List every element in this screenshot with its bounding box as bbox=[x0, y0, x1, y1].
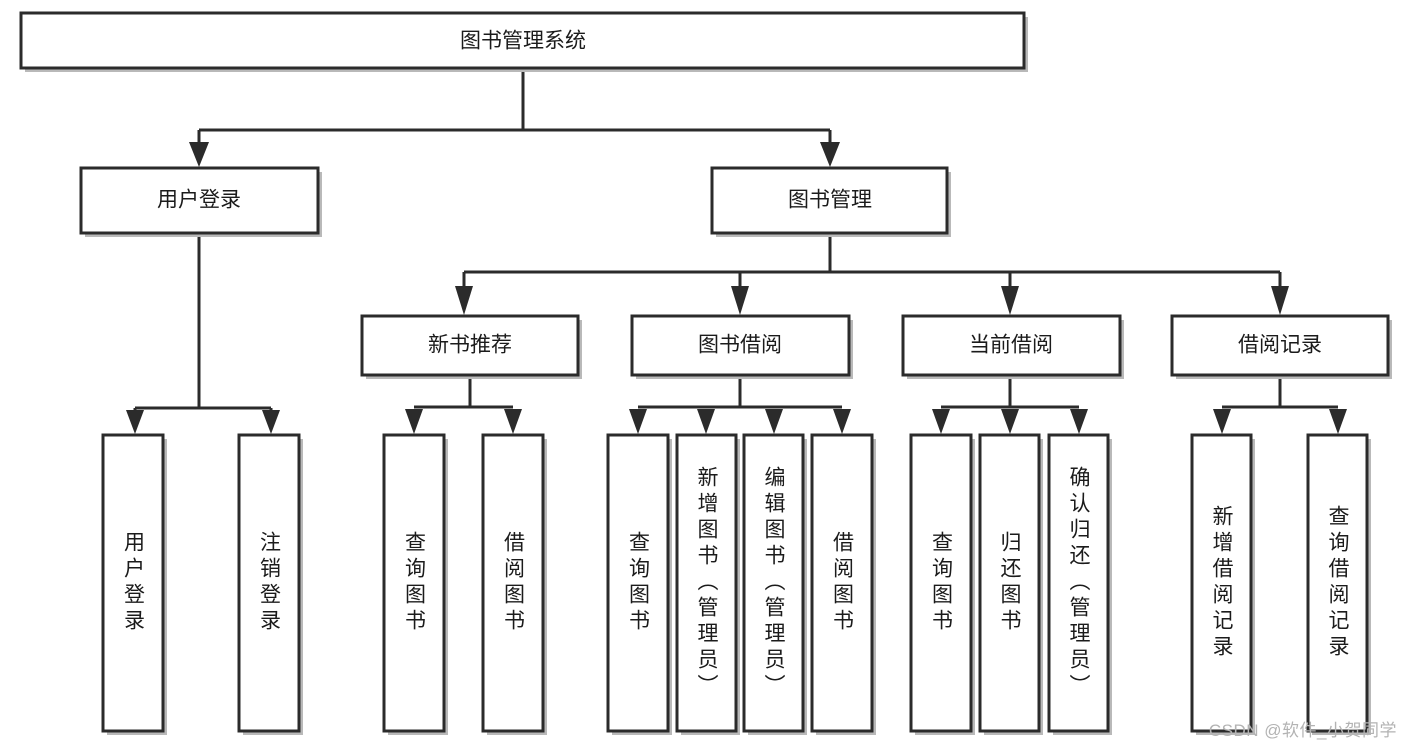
leaf-add-borrow-record-label: 新增借阅记录 bbox=[1210, 505, 1233, 661]
leaf-add-book-admin[interactable]: 新增图书（管理员） bbox=[675, 433, 740, 735]
node-user-login-label: 用户登录 bbox=[157, 189, 241, 212]
arrow-record-leaf-2 bbox=[1329, 409, 1347, 434]
node-root[interactable]: 图书管理系统 bbox=[19, 11, 1028, 72]
leaf-logout[interactable]: 注销登录 bbox=[237, 433, 303, 735]
leaf-query-borrow-record[interactable]: 查询借阅记录 bbox=[1306, 433, 1371, 735]
node-borrow-record-label: 借阅记录 bbox=[1238, 334, 1322, 357]
node-new-book-recommend[interactable]: 新书推荐 bbox=[360, 314, 582, 379]
leaf-edit-book-admin[interactable]: 编辑图书（管理员） bbox=[742, 433, 807, 735]
node-book-borrow[interactable]: 图书借阅 bbox=[630, 314, 853, 379]
leaf-query-book-borrow-label: 查询图书 bbox=[626, 531, 650, 635]
node-user-login[interactable]: 用户登录 bbox=[79, 166, 322, 237]
node-current-borrow[interactable]: 当前借阅 bbox=[901, 314, 1124, 379]
connector-layer bbox=[126, 68, 1347, 434]
leaf-query-book-newbook-label: 查询图书 bbox=[402, 531, 426, 635]
node-new-book-recommend-label: 新书推荐 bbox=[428, 334, 512, 357]
arrow-to-book-mgmt bbox=[820, 142, 840, 167]
leaf-logout-label: 注销登录 bbox=[257, 531, 281, 635]
arrow-newbook-leaf-1 bbox=[405, 409, 423, 434]
leaf-query-book-current[interactable]: 查询图书 bbox=[909, 433, 975, 735]
leaf-return-book-label: 归还图书 bbox=[998, 531, 1021, 635]
leaf-borrow-book-newbook-label: 借阅图书 bbox=[501, 531, 525, 635]
leaf-query-book-borrow[interactable]: 查询图书 bbox=[606, 433, 672, 735]
leaf-add-book-admin-label: 新增图书（管理员） bbox=[695, 466, 718, 700]
node-root-label: 图书管理系统 bbox=[460, 30, 586, 53]
arrow-to-record bbox=[1271, 286, 1289, 315]
leaf-borrow-book-borrow-label: 借阅图书 bbox=[830, 531, 854, 635]
leaf-borrow-book-newbook[interactable]: 借阅图书 bbox=[481, 433, 547, 735]
arrow-borrow-leaf-2 bbox=[697, 409, 715, 434]
node-book-management[interactable]: 图书管理 bbox=[710, 166, 951, 237]
leaf-confirm-return-admin-label: 确认归还（管理员） bbox=[1067, 466, 1090, 700]
leaf-return-book[interactable]: 归还图书 bbox=[978, 433, 1043, 735]
arrow-borrow-leaf-4 bbox=[833, 409, 851, 434]
leaf-query-book-current-label: 查询图书 bbox=[929, 531, 953, 635]
arrow-to-new-book bbox=[455, 286, 473, 315]
arrow-to-user-login bbox=[189, 142, 209, 167]
leaf-user-login-label: 用户登录 bbox=[121, 531, 145, 635]
leaf-query-borrow-record-label: 查询借阅记录 bbox=[1326, 505, 1349, 661]
leaf-edit-book-admin-label: 编辑图书（管理员） bbox=[762, 466, 785, 700]
leaf-confirm-return-admin[interactable]: 确认归还（管理员） bbox=[1047, 433, 1112, 735]
node-book-borrow-label: 图书借阅 bbox=[698, 334, 782, 357]
arrow-borrow-leaf-1 bbox=[629, 409, 647, 434]
node-book-management-label: 图书管理 bbox=[788, 189, 872, 212]
arrow-to-borrow bbox=[731, 286, 749, 315]
arrow-borrow-leaf-3 bbox=[765, 409, 783, 434]
leaf-borrow-book-borrow[interactable]: 借阅图书 bbox=[810, 433, 876, 735]
arrow-user-leaf-2 bbox=[262, 410, 280, 434]
arrow-newbook-leaf-2 bbox=[504, 409, 522, 434]
leaf-add-borrow-record[interactable]: 新增借阅记录 bbox=[1190, 433, 1255, 735]
arrow-record-leaf-1 bbox=[1213, 409, 1231, 434]
node-current-borrow-label: 当前借阅 bbox=[969, 334, 1053, 357]
arrow-current-leaf-1 bbox=[932, 409, 950, 434]
arrow-current-leaf-2 bbox=[1001, 409, 1019, 434]
node-borrow-record[interactable]: 借阅记录 bbox=[1170, 314, 1392, 379]
leaf-user-login[interactable]: 用户登录 bbox=[101, 433, 167, 735]
leaf-query-book-newbook[interactable]: 查询图书 bbox=[382, 433, 448, 735]
arrow-current-leaf-3 bbox=[1070, 409, 1088, 434]
arrow-to-current bbox=[1001, 286, 1019, 315]
arrow-user-leaf-1 bbox=[126, 410, 144, 434]
